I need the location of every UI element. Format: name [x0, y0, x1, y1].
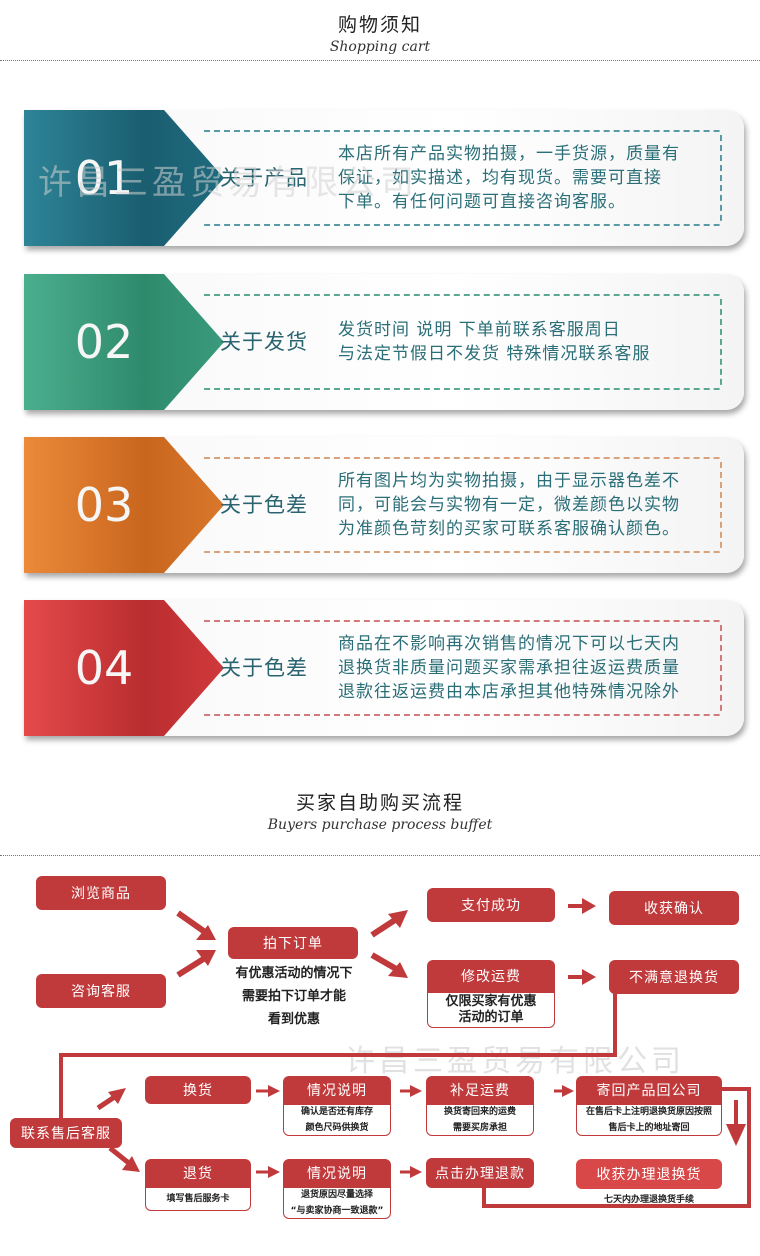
desc-line: 下单。有任何问题可直接咨询客服。 [338, 192, 626, 212]
process-title: 买家自助购买流程 [295, 792, 464, 814]
step-confirm-receipt: 收获确认 [609, 891, 739, 925]
desc-line: 本店所有产品实物拍摄，一手货源，质量有 [338, 144, 680, 164]
process-header: 买家自助购买流程 Buyers purchase process buffet [0, 788, 760, 833]
desc-line: 与法定节假日不发货 特殊情况联系客服 [338, 344, 651, 364]
connector-line [59, 1053, 63, 1119]
desc-line: 商品在不影响再次销售的情况下可以七天内 [338, 634, 680, 654]
desc-line: 保证，如实描述，均有现货。需要可直接 [338, 168, 662, 188]
dashed-frame [204, 294, 722, 390]
notice-card-01: 01 关于产品 本店所有产品实物拍摄，一手货源，质量有 保证，如实描述，均有现货… [24, 110, 744, 246]
step-modify-freight: 修改运费 [427, 960, 555, 992]
card-topic: 关于色差 [220, 493, 308, 517]
desc-line: 发货时间 说明 下单前联系客服周日 [338, 320, 621, 340]
shopping-notice-header: 购物须知 Shopping cart [0, 10, 760, 55]
note-line: 换货寄回来的运费 [443, 1107, 516, 1117]
note-line: 确认是否还有库存 [300, 1107, 373, 1117]
card-number: 01 [74, 151, 134, 205]
step-return-explain: 情况说明 [283, 1159, 391, 1187]
note-line: 退货原因尽量选择 [300, 1190, 373, 1200]
card-description: 发货时间 说明 下单前联系客服周日 与法定节假日不发货 特殊情况联系客服 [338, 274, 728, 410]
card-topic: 关于产品 [220, 166, 308, 190]
desc-line: 所有图片均为实物拍摄，由于显示器色差不 [338, 471, 680, 491]
note-line: 看到优惠 [267, 1012, 320, 1027]
step-pay-freight: 补足运费 [426, 1076, 534, 1104]
send-back-note: 在售后卡上注明退换货原因按照 售后卡上的地址寄回 [576, 1104, 722, 1136]
note-line: “与卖家协商一致退款” [290, 1206, 384, 1216]
return-note: 填写售后服务卡 [145, 1187, 251, 1211]
place-order-note: 有优惠活动的情况下 需要拍下订单才能 看到优惠 [214, 962, 374, 1031]
connector-line [747, 1087, 751, 1207]
pay-freight-note: 换货寄回来的运费 需要买房承担 [426, 1104, 534, 1136]
process-subtitle: Buyers purchase process buffet [267, 817, 493, 833]
notice-card-04: 04 关于色差 商品在不影响再次销售的情况下可以七天内 退换货非质量问题买家需承… [24, 600, 744, 736]
modify-freight-note: 仅限买家有优惠 活动的订单 [427, 992, 555, 1028]
receive-process-note: 七天内办理退换货手续 [603, 1195, 694, 1205]
desc-line: 退款往返运费由本店承担其他特殊情况除外 [338, 682, 680, 702]
card-number: 02 [74, 315, 134, 369]
desc-line: 同，可能会与实物有一定，微差颜色以实物 [338, 495, 680, 515]
notice-card-02: 02 关于发货 发货时间 说明 下单前联系客服周日 与法定节假日不发货 特殊情况… [24, 274, 744, 410]
step-unsatisfied-return: 不满意退换货 [609, 960, 739, 994]
step-receive-process: 收获办理退换货 [576, 1159, 722, 1189]
divider [0, 60, 760, 61]
step-exchange: 换货 [145, 1076, 251, 1104]
return-explain-note: 退货原因尽量选择 “与卖家协商一致退款” [283, 1187, 391, 1219]
exchange-explain-note: 确认是否还有库存 颜色尺码供换货 [283, 1104, 391, 1136]
step-exchange-explain: 情况说明 [283, 1076, 391, 1104]
note-line: 填写售后服务卡 [166, 1194, 230, 1204]
note-line: 有优惠活动的情况下 [235, 966, 353, 981]
desc-line: 退换货非质量问题买家需承担往返运费质量 [338, 658, 680, 678]
step-return: 退货 [145, 1159, 251, 1187]
card-description: 所有图片均为实物拍摄，由于显示器色差不 同，可能会与实物有一定，微差颜色以实物 … [338, 437, 728, 573]
connector-line [482, 1180, 486, 1208]
note-line: 需要拍下订单才能 [241, 989, 346, 1004]
desc-line: 为准颜色苛刻的买家可联系客服确认颜色。 [338, 519, 680, 539]
card-number: 04 [74, 641, 134, 695]
step-consult-service: 咨询客服 [36, 974, 166, 1008]
step-payment-success: 支付成功 [427, 888, 555, 922]
card-description: 商品在不影响再次销售的情况下可以七天内 退换货非质量问题买家需承担往返运费质量 … [338, 600, 728, 736]
step-contact-aftersales: 联系售后客服 [10, 1118, 122, 1148]
note-line: 需要买房承担 [452, 1123, 507, 1133]
card-description: 本店所有产品实物拍摄，一手货源，质量有 保证，如实描述，均有现货。需要可直接 下… [338, 110, 728, 246]
connector-line [59, 1053, 617, 1057]
note-line: 售后卡上的地址寄回 [608, 1123, 690, 1133]
divider [0, 855, 760, 856]
card-number: 03 [74, 478, 134, 532]
dashed-frame [204, 457, 722, 553]
card-topic: 关于色差 [220, 656, 308, 680]
note-line: 在售后卡上注明退换货原因按照 [585, 1107, 712, 1117]
step-send-back: 寄回产品回公司 [576, 1076, 722, 1104]
notice-card-03: 03 关于色差 所有图片均为实物拍摄，由于显示器色差不 同，可能会与实物有一定，… [24, 437, 744, 573]
shopping-notice-subtitle: Shopping cart [329, 39, 431, 55]
step-click-refund: 点击办理退款 [426, 1158, 534, 1188]
note-line: 仅限买家有优惠 [445, 994, 537, 1009]
note-line: 活动的订单 [458, 1010, 524, 1025]
dashed-frame [204, 620, 722, 716]
connector-line [613, 993, 617, 1055]
step-browse-products: 浏览商品 [36, 876, 166, 910]
card-topic: 关于发货 [220, 330, 308, 354]
dashed-frame [204, 130, 722, 226]
note-line: 颜色尺码供换货 [305, 1123, 369, 1133]
connector-line [722, 1087, 750, 1091]
shopping-notice-title: 购物须知 [337, 14, 422, 36]
step-place-order: 拍下订单 [228, 927, 358, 959]
connector-line [482, 1204, 751, 1208]
